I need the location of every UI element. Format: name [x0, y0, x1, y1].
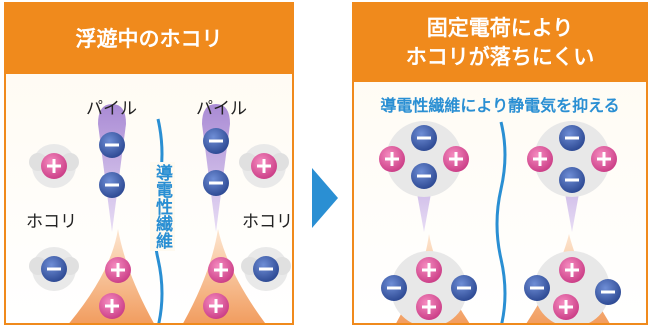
pile-right-negative-2	[203, 170, 229, 196]
dust-positive-left	[29, 144, 79, 188]
right-panel-title: 固定電荷により ホコリが落ちにくい	[354, 4, 646, 82]
dust-negative-left	[29, 247, 79, 291]
r-fiber-line	[495, 121, 507, 323]
right-title-line2: ホコリが落ちにくい	[405, 45, 595, 69]
right-diagram	[379, 121, 621, 323]
cone-right-positive-2	[203, 293, 229, 319]
cone-left-positive-2	[99, 293, 125, 319]
pile-left	[98, 104, 126, 232]
r-cluster-bottom-left	[381, 251, 477, 323]
pile-left-negative-2	[99, 172, 125, 198]
pile-left-negative-1	[99, 132, 125, 158]
cone-left-positive-1	[105, 257, 131, 283]
left-panel-title: 浮遊中のホコリ	[6, 4, 292, 74]
r-cluster-bottom-right	[524, 251, 621, 323]
right-subtitle: 導電性繊維により静電気を抑える	[380, 96, 620, 115]
left-panel: 浮遊中のホコリ	[4, 2, 294, 325]
pile-label-right: パイル	[196, 99, 247, 119]
cone-right-positive-1	[208, 257, 234, 283]
left-diagram	[29, 104, 291, 323]
fiber-label: 導電性繊維	[150, 162, 175, 251]
right-title-line1: 固定電荷により	[426, 16, 574, 40]
pile-label-left: パイル	[86, 99, 137, 119]
r-cluster-top-right	[527, 121, 617, 197]
dust-positive-right	[239, 144, 289, 188]
dust-negative-right	[241, 247, 291, 291]
right-panel: 固定電荷により ホコリが落ちにくい	[352, 2, 648, 325]
dust-label-left: ホコリ	[26, 212, 77, 232]
pile-right-negative-1	[203, 128, 229, 154]
dust-label-right: ホコリ	[242, 212, 293, 232]
r-cluster-top-left	[379, 121, 469, 197]
pile-right	[202, 104, 230, 232]
transition-arrow-icon	[312, 168, 338, 228]
